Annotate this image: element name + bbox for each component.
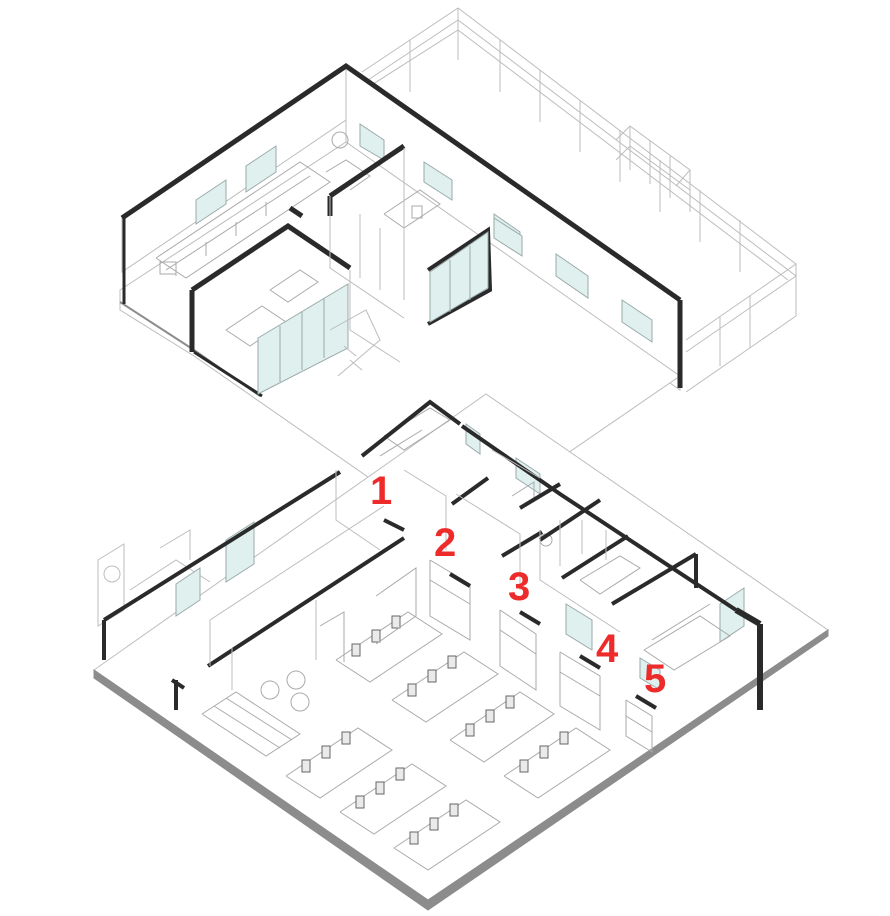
lower-workstations [285, 611, 611, 871]
roof-stair [615, 125, 691, 212]
room-label-2: 2 [434, 521, 456, 565]
roof-terrace-railing [361, 7, 797, 393]
room-label-5: 5 [644, 657, 666, 701]
upper-section-walls [120, 62, 683, 398]
room-label-3: 3 [508, 565, 530, 609]
lower-level [93, 393, 829, 911]
upper-glass-partitions [257, 217, 523, 395]
room-labels: 1 2 3 4 5 [370, 469, 666, 701]
upper-interior-walls [329, 148, 405, 377]
lower-slab-edge [93, 629, 829, 911]
room-label-4: 4 [596, 627, 619, 671]
lower-lounge [201, 611, 345, 757]
lower-meeting-rooms [379, 407, 731, 671]
lower-interior-walls [209, 449, 621, 690]
room-label-1: 1 [370, 469, 392, 513]
lower-floor-slab [93, 393, 829, 901]
upper-north-windows [195, 123, 385, 225]
lower-section-walls [102, 399, 763, 710]
